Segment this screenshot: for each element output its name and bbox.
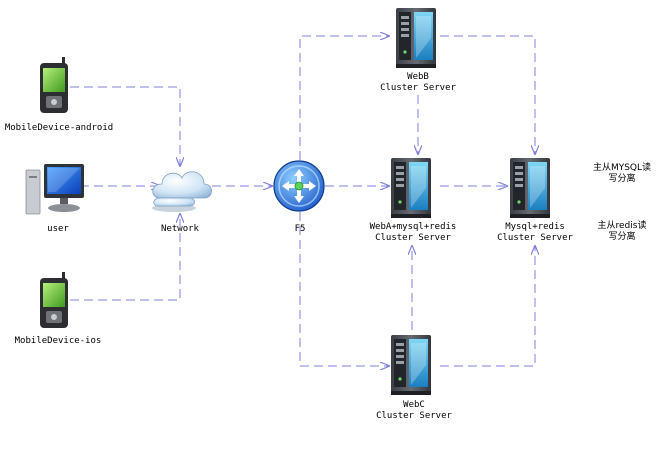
- computer-icon: [25, 164, 84, 215]
- note-mysql-rw-split: 主从MYSQL读 写分离: [582, 163, 662, 185]
- node-label-network: Network: [161, 224, 199, 234]
- node-label-user: user: [47, 224, 69, 234]
- node-label-weba: WebA+mysql+redis Cluster Server: [358, 222, 468, 244]
- edge-android-network: [70, 86, 180, 166]
- load-balancer-icon: [273, 160, 325, 212]
- server-icon: [391, 158, 431, 218]
- node-label-webb: WebB Cluster Server: [370, 72, 466, 94]
- edge-webb-mysql: [440, 35, 535, 154]
- server-icon: [510, 158, 550, 218]
- note-mysql-line2: 写分离: [608, 174, 636, 184]
- server-icon: [391, 335, 431, 395]
- edge-f5-webb: [299, 36, 389, 160]
- note-redis-rw-split: 主从redis读 写分离: [582, 221, 662, 243]
- node-label-webc-type: Cluster Server: [376, 411, 452, 421]
- node-label-mobile-ios: MobileDevice-ios: [14, 336, 102, 346]
- cloud-icon: [152, 171, 212, 212]
- node-label-weba-type: Cluster Server: [375, 233, 451, 243]
- phone-icon: [40, 57, 68, 113]
- node-label-mysql-name: Mysql+redis: [505, 222, 565, 232]
- node-label-webb-name: WebB: [407, 72, 429, 82]
- connectors: [70, 36, 535, 366]
- edge-f5-webc: [299, 212, 389, 366]
- node-label-webc: WebC Cluster Server: [366, 400, 462, 422]
- node-label-weba-name: WebA+mysql+redis: [369, 222, 457, 232]
- edge-ios-network: [70, 214, 180, 301]
- note-redis-line2: 写分离: [608, 232, 636, 242]
- node-label-f5: F5: [294, 224, 306, 234]
- note-redis-line1: 主从redis读: [597, 221, 647, 231]
- node-label-mysql-type: Cluster Server: [497, 233, 573, 243]
- node-label-mobile-android: MobileDevice-android: [4, 123, 114, 133]
- server-icon: [396, 8, 436, 68]
- node-label-mysql: Mysql+redis Cluster Server: [485, 222, 585, 244]
- phone-icon: [40, 272, 68, 328]
- node-label-webc-name: WebC: [403, 400, 425, 410]
- node-label-webb-type: Cluster Server: [380, 83, 456, 93]
- note-mysql-line1: 主从MYSQL读: [592, 163, 652, 173]
- edge-webc-mysql: [440, 246, 535, 367]
